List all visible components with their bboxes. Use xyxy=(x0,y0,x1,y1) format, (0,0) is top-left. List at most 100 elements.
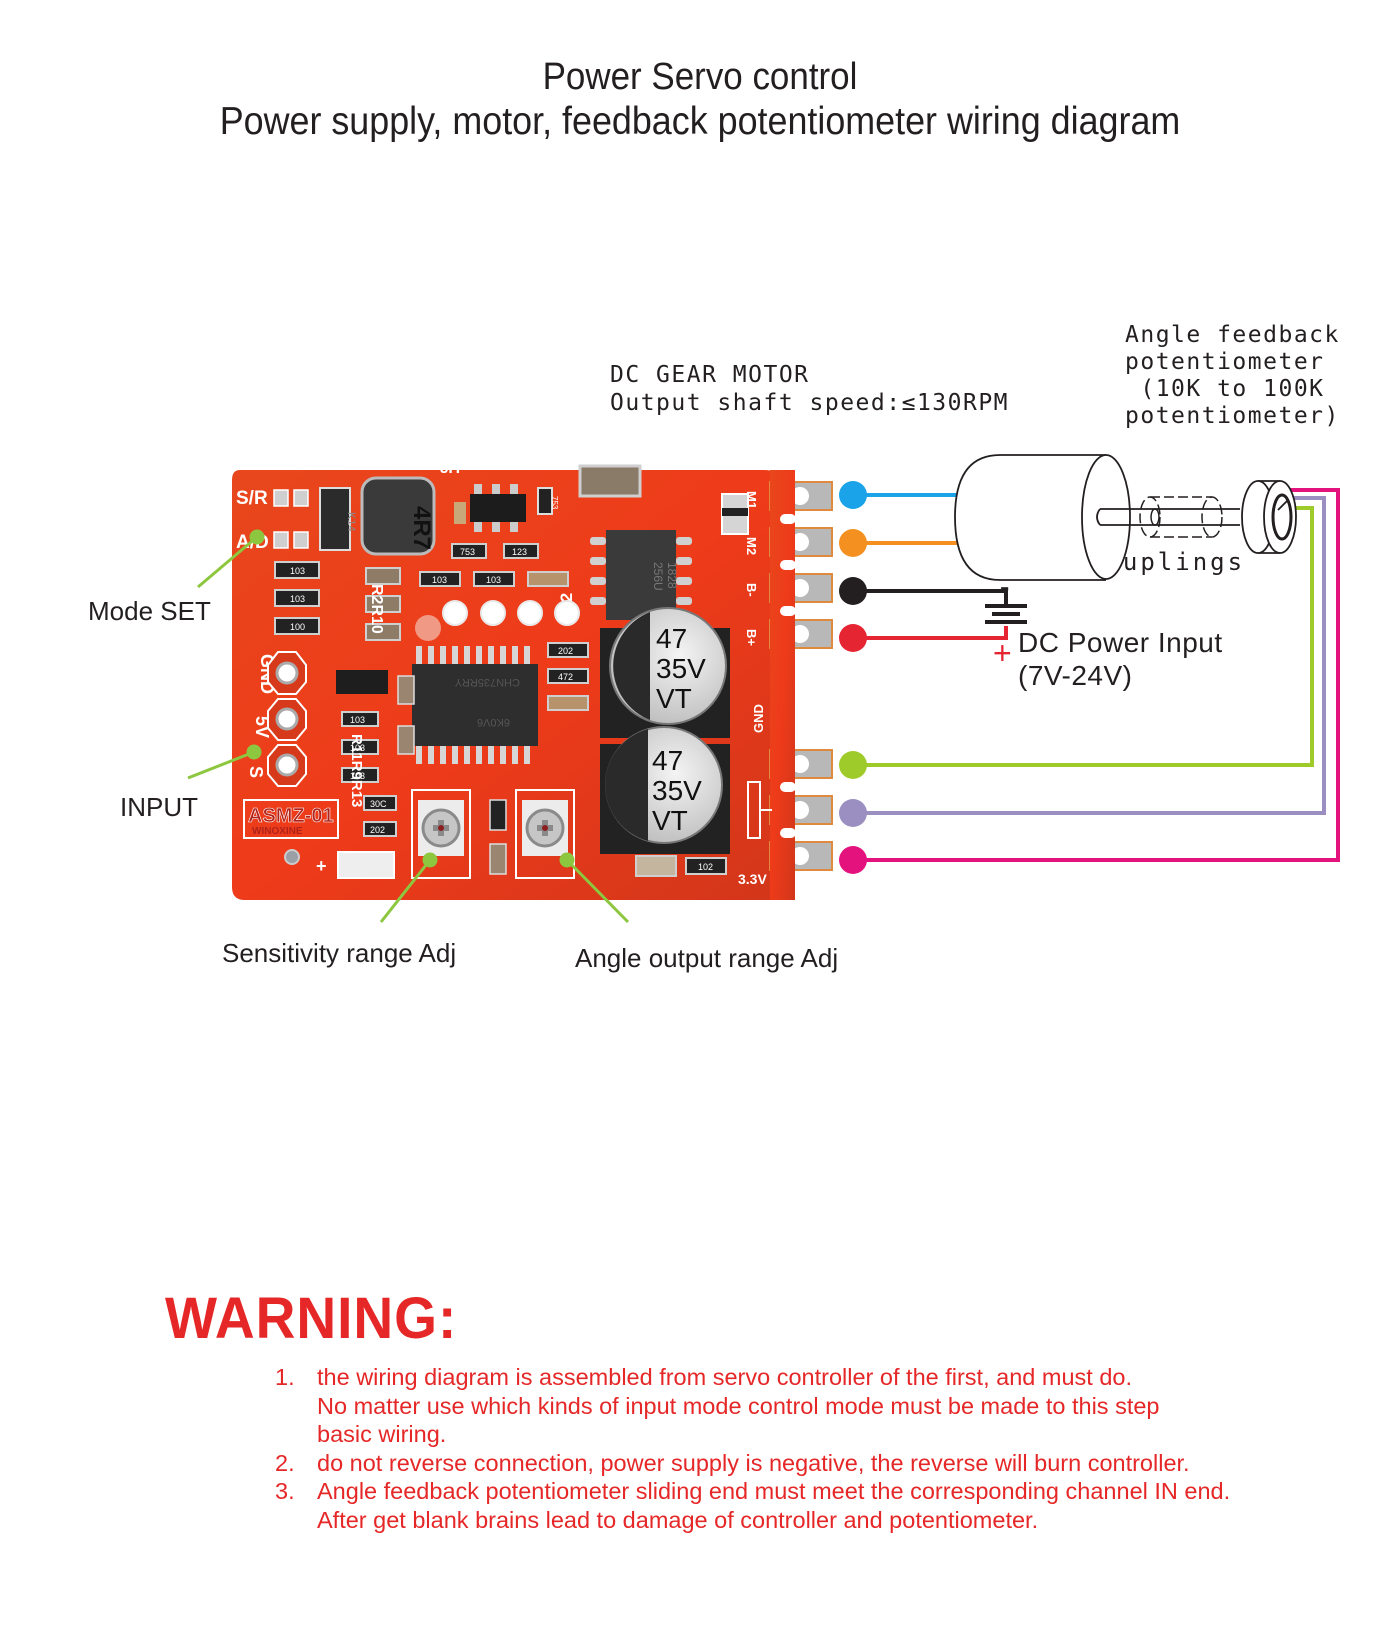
board-brand-label: WINOXINE xyxy=(252,826,303,837)
battery-minus-sign: - xyxy=(1000,571,1009,602)
page-title: Power Servo control xyxy=(542,56,858,98)
mount-hole xyxy=(284,849,300,865)
pin-label-b-minus: B- xyxy=(744,583,759,597)
mode-pin-sr: S/R xyxy=(236,488,268,509)
angle-output-trimmer[interactable] xyxy=(515,789,575,879)
cap1-voltage: 35V xyxy=(656,653,706,684)
callout-line-input xyxy=(187,750,255,780)
electrolytic-capacitor-1: 47 35V VT xyxy=(600,607,730,738)
inductor-label: 4R7 xyxy=(408,506,435,550)
pot-label-line1: Angle feedback xyxy=(1125,322,1340,348)
warning-item-text: do not reverse connection, power supply … xyxy=(317,1449,1190,1476)
resistor-code: 103 xyxy=(350,743,365,753)
motor-spec-label: Output shaft speed:≤130RPM xyxy=(610,390,1010,416)
resistor-code: 103 xyxy=(290,594,305,604)
warning-item-1: 1. the wiring diagram is assembled from … xyxy=(275,1363,1230,1449)
motor-name-label: DC GEAR MOTOR xyxy=(610,362,810,388)
warning-item-number: 3. xyxy=(275,1478,295,1504)
inductor xyxy=(360,476,436,556)
callout-dot-mode-set xyxy=(249,529,265,545)
resistor-code: 202 xyxy=(558,646,573,656)
transistor xyxy=(336,670,388,694)
warning-list: 1. the wiring diagram is assembled from … xyxy=(275,1363,1230,1534)
battery-plus-sign: + xyxy=(993,635,1012,671)
angle-output-adj-label: Angle output range Adj xyxy=(575,943,839,973)
callout-dot-sensitivity xyxy=(422,852,438,868)
resistor-code: 202 xyxy=(370,825,385,835)
warning-item-text: the wiring diagram is assembled from ser… xyxy=(317,1364,1160,1447)
silk-ref-r2r10: R2R10 xyxy=(368,584,385,634)
resistor-code: 103 xyxy=(486,575,501,585)
resistor-code: 100 xyxy=(290,622,305,632)
resistor-array xyxy=(274,543,727,877)
pot-label-line2: potentiometer xyxy=(1125,349,1325,375)
resistor-code: 103 xyxy=(432,575,447,585)
callout-dot-angle-output xyxy=(559,852,575,868)
resistor-code: 103 xyxy=(350,771,365,781)
couplings-drawing xyxy=(1139,496,1223,538)
main-ic-label1: CHN735RRY xyxy=(454,676,520,688)
resistor-code: 103 xyxy=(350,715,365,725)
pot-label-line4: potentiometer) xyxy=(1125,403,1340,429)
cap2-voltage: 35V xyxy=(652,775,702,806)
diode xyxy=(319,487,351,551)
battery-symbol xyxy=(985,604,1027,624)
warning-item-text: Angle feedback potentiometer sliding end… xyxy=(317,1478,1231,1533)
callout-lines xyxy=(187,529,630,924)
resistor-code: 30C xyxy=(370,799,387,809)
cap1-value: 47 xyxy=(656,623,687,654)
resistor-code: 102 xyxy=(698,862,713,872)
resistor-code: 472 xyxy=(558,672,573,682)
resistor-code: 103 xyxy=(290,566,305,576)
pin-label-33v: 3.3V xyxy=(738,871,767,887)
callout-line-angle-output xyxy=(565,858,630,924)
cap2-series: VT xyxy=(652,805,688,836)
main-ic xyxy=(412,664,538,746)
wire-pot-wiper xyxy=(853,496,1326,815)
sot-ic xyxy=(470,494,526,522)
resistor-code: 753 xyxy=(460,547,475,557)
ceramic-capacitor xyxy=(578,464,642,498)
angle-feedback-potentiometer xyxy=(1241,480,1297,554)
input-pin-s: S xyxy=(246,766,266,778)
power-input-label: DC Power Input xyxy=(1018,627,1223,658)
pin-label-m2: M2 xyxy=(744,537,759,555)
wire-pot-gnd xyxy=(853,506,1314,767)
svg-text:U2: U2 xyxy=(439,458,460,475)
board-model-label: ASMZ-01 xyxy=(248,805,334,827)
callout-dot-input xyxy=(246,744,262,760)
warning-title: WARNING: xyxy=(165,1286,458,1351)
pin-label-gnd: GND xyxy=(751,704,766,733)
svg-text:K14: K14 xyxy=(345,512,357,532)
warning-item-number: 2. xyxy=(275,1449,295,1476)
pot-label-line3: (10K to 100K xyxy=(1125,376,1325,402)
power-range-label: (7V-24V) xyxy=(1018,660,1133,691)
motor-shaft xyxy=(1100,508,1240,526)
main-ic-label2: 6K0V6 xyxy=(477,716,510,728)
wire-pot-33v xyxy=(853,488,1340,862)
svg-text:+: + xyxy=(316,856,327,876)
led xyxy=(337,851,395,879)
sensitivity-trimmer[interactable] xyxy=(411,789,471,879)
driver-ic xyxy=(606,530,676,620)
page-subtitle: Power supply, motor, feedback potentiome… xyxy=(219,100,1181,143)
driver-ic-label2: 256U xyxy=(651,562,665,591)
wires xyxy=(853,488,1340,862)
sensitivity-adj-label: Sensitivity range Adj xyxy=(222,938,457,968)
silk-ref-r11r9r13: R11R9R13 xyxy=(348,734,365,807)
callout-line-mode-set xyxy=(197,535,258,589)
warning-item-2: 2. do not reverse connection, power supp… xyxy=(275,1449,1230,1478)
resistor-code: 123 xyxy=(512,547,527,557)
mode-set-label: Mode SET xyxy=(88,596,211,626)
svg-text:753: 753 xyxy=(550,496,559,510)
pin-label-b-plus: B+ xyxy=(744,629,759,646)
dc-gear-motor xyxy=(954,454,1240,581)
capacitor-small xyxy=(454,502,466,524)
warning-item-3: 3. Angle feedback potentiometer sliding … xyxy=(275,1477,1230,1534)
warning-item-number: 1. xyxy=(275,1364,295,1390)
pcb-board: M1 M2 B- B+ GND 3.3V S/R A/D GND 5V S AS… xyxy=(232,458,833,900)
electrolytic-capacitor-2: 47 35V VT xyxy=(600,726,730,854)
cap1-series: VT xyxy=(656,683,692,714)
driver-ic-label1: 1828 xyxy=(665,562,679,589)
